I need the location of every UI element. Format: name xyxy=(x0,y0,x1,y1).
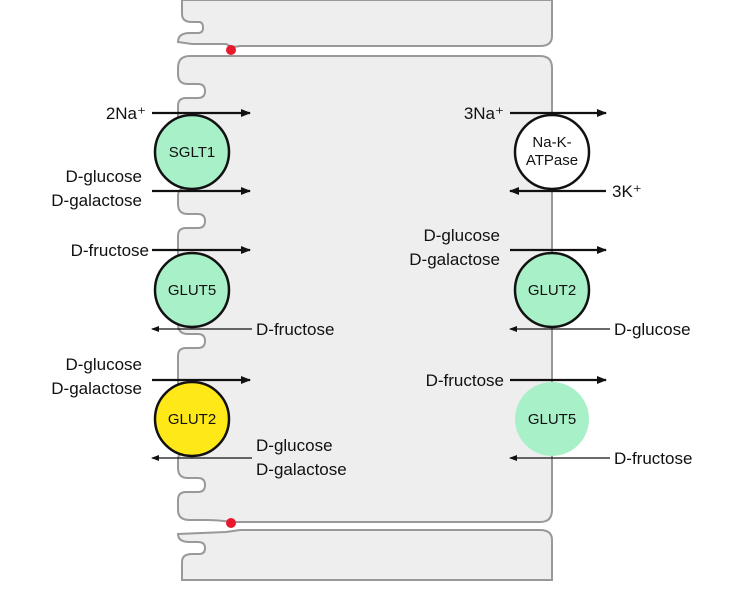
glut5-apical-transporter xyxy=(153,251,231,329)
glut2-bl-out-label-2: D-galactose xyxy=(409,250,500,269)
glut2-bl-out-label-1: D-glucose xyxy=(423,226,500,245)
nak-atpase-name-1: Na-K- xyxy=(532,134,571,151)
nak-k-label: 3K⁺ xyxy=(612,182,642,201)
glut2-ap-in-label-2: D-galactose xyxy=(51,379,142,398)
glut5-bl-in-label: D-fructose xyxy=(614,449,692,468)
glut5-apical-name: GLUT5 xyxy=(168,282,216,299)
glut2-basolateral-transporter xyxy=(513,251,591,329)
glut5-basolateral-name: GLUT5 xyxy=(528,411,576,428)
glut5-basolateral-transporter xyxy=(515,382,589,456)
sglt1-na-label: 2Na⁺ xyxy=(106,104,146,123)
sglt1-transporter xyxy=(153,113,231,191)
glut5-bl-out-label: D-fructose xyxy=(426,371,504,390)
glut2-bl-in-label: D-glucose xyxy=(614,320,691,339)
sglt1-sugar-label-2: D-galactose xyxy=(51,191,142,210)
nak-na-label: 3Na⁺ xyxy=(464,104,504,123)
nak-atpase-name-2: ATPase xyxy=(526,152,578,169)
tight-junction-top-dot xyxy=(226,45,236,55)
glut5-apical-out-label: D-fructose xyxy=(256,320,334,339)
nak-atpase-transporter xyxy=(513,113,591,191)
sglt1-sugar-label-1: D-glucose xyxy=(65,167,142,186)
glut2-ap-out-label-1: D-glucose xyxy=(256,436,333,455)
top-neighbor-cell xyxy=(176,0,553,48)
enterocyte-cell xyxy=(177,55,553,523)
glut2-ap-out-label-2: D-galactose xyxy=(256,460,347,479)
bottom-neighbor-cell xyxy=(176,529,553,581)
glut2-apical-transporter xyxy=(153,380,231,458)
glut2-basolateral-name: GLUT2 xyxy=(528,282,576,299)
glut5-apical-in-label: D-fructose xyxy=(71,241,149,260)
sglt1-name: SGLT1 xyxy=(169,144,215,161)
tight-junction-bottom-dot xyxy=(226,518,236,528)
glut2-ap-in-label-1: D-glucose xyxy=(65,355,142,374)
glut2-apical-name: GLUT2 xyxy=(168,411,216,428)
